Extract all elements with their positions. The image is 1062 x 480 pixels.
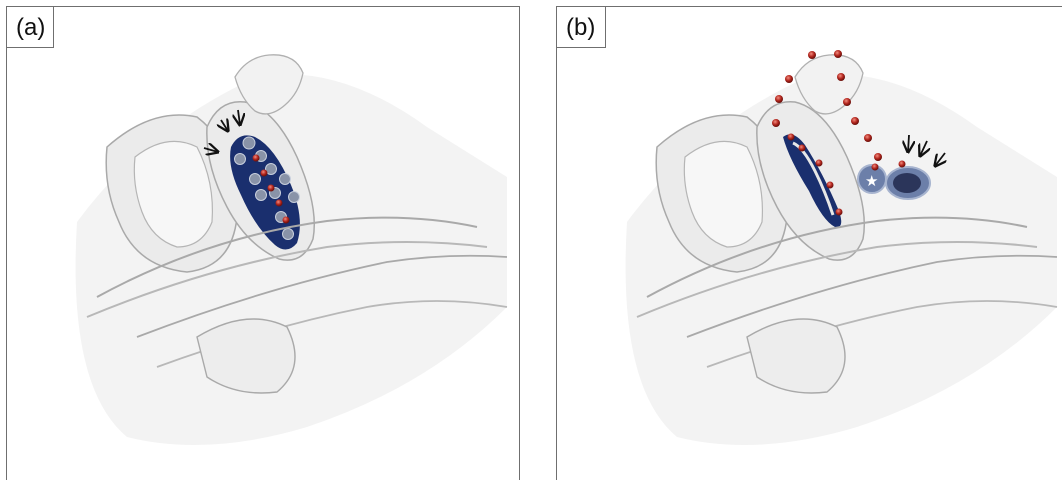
metastatic-mass-core <box>893 173 921 193</box>
red-dot-icon <box>874 153 882 161</box>
red-dot-icon <box>772 119 780 127</box>
red-dot-icon <box>283 217 290 224</box>
red-dot-icon <box>827 182 834 189</box>
red-dot-icon <box>276 200 283 207</box>
red-dot-icon <box>872 164 879 171</box>
red-dot-icon <box>843 98 851 106</box>
red-dot-icon <box>808 51 816 59</box>
red-dot-icon <box>851 117 859 125</box>
red-dot-icon <box>899 161 906 168</box>
panel-b: (b) ★ <box>556 6 1062 480</box>
anatomy-diagram-b: ★ <box>557 7 1062 480</box>
red-dot-icon <box>864 134 872 142</box>
star-icon: ★ <box>865 172 878 190</box>
red-dot-icon <box>253 155 260 162</box>
red-dot-icon <box>834 50 842 58</box>
red-dot-icon <box>836 209 843 216</box>
red-dot-icon <box>799 145 806 152</box>
red-dot-icon <box>837 73 845 81</box>
panel-a: (a) <box>6 6 520 480</box>
red-dot-icon <box>785 75 793 83</box>
red-dot-icon <box>816 160 823 167</box>
red-dot-icon <box>268 185 275 192</box>
red-dot-icon <box>775 95 783 103</box>
anatomy-diagram-a <box>7 7 520 480</box>
red-dot-icon <box>261 170 268 177</box>
red-dot-icon <box>788 134 795 141</box>
arrow-icon <box>908 135 909 152</box>
